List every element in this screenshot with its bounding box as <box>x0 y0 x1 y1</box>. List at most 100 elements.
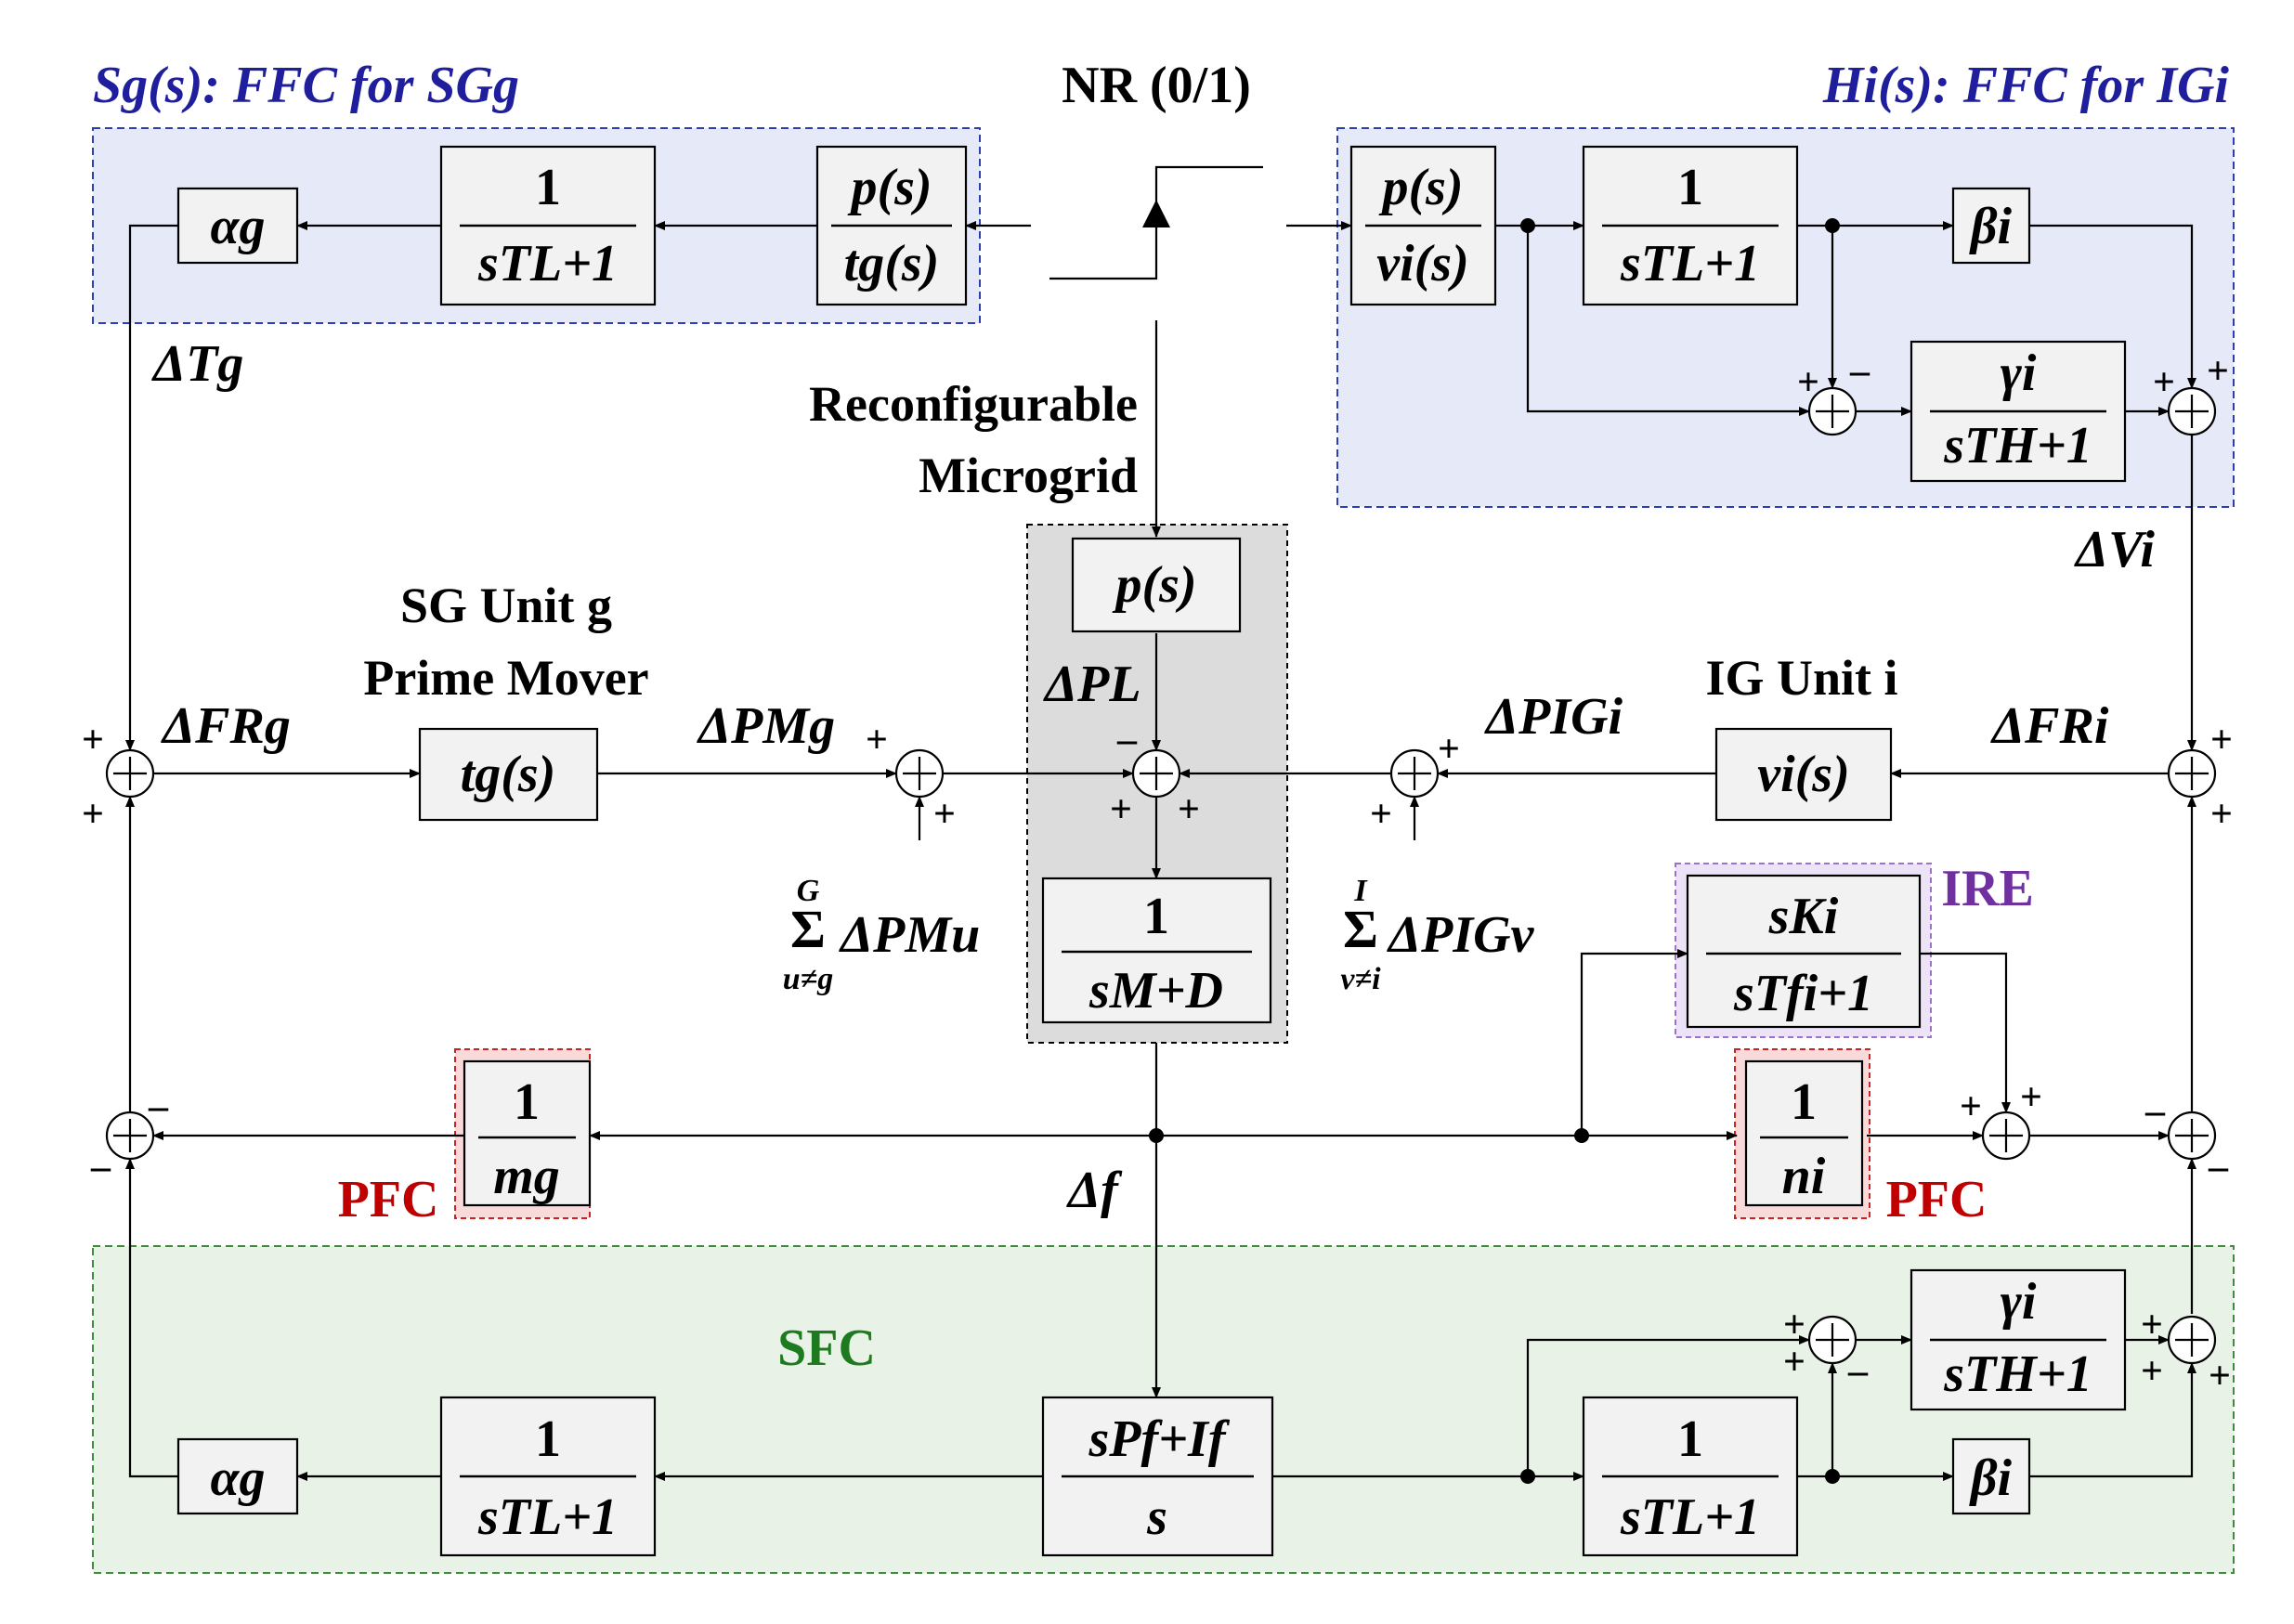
svg-text:vi(s): vi(s) <box>1757 746 1850 803</box>
nr-title: NR (0/1) <box>1062 57 1251 114</box>
signal-dFRg: ΔFRg <box>161 697 291 755</box>
svg-text:+: + <box>1438 728 1460 771</box>
p-over-tg-block: p(s) tg(s) <box>815 145 968 306</box>
signal-dVi: ΔVi <box>2074 521 2155 578</box>
highpass-block-top: γi sTH+1 <box>1909 340 2127 483</box>
signal-dFRi: ΔFRi <box>1990 697 2109 755</box>
vi-s-block: vi(s) <box>1714 727 1893 822</box>
sum-label-igv: I Σ v≠i ΔPIGv <box>1340 874 1534 996</box>
sfc-label: SFC <box>777 1319 876 1377</box>
svg-text:+: + <box>1960 1085 1982 1128</box>
svg-text:1: 1 <box>1143 888 1169 945</box>
svg-text:+: + <box>1797 361 1819 404</box>
svg-text:+: + <box>1178 788 1200 831</box>
svg-text:+: + <box>1783 1304 1805 1346</box>
sum-junction-fri <box>2167 748 2217 799</box>
svg-text:u≠g: u≠g <box>783 962 834 996</box>
svg-text:sKi: sKi <box>1768 888 1839 945</box>
svg-text:+: + <box>82 719 104 761</box>
svg-text:vi(s): vi(s) <box>1376 235 1469 292</box>
signal-dPIGi: ΔPIGi <box>1484 688 1623 746</box>
highpass-block-bottom: γi sTH+1 <box>1909 1268 2127 1411</box>
svg-text:+: + <box>2207 350 2229 393</box>
sum-junction-pmg <box>894 748 945 799</box>
svg-text:sTL+1: sTL+1 <box>1620 1488 1760 1546</box>
svg-text:sTH+1: sTH+1 <box>1943 1345 2092 1403</box>
svg-text:1: 1 <box>1677 1410 1703 1468</box>
svg-text:–: – <box>148 1085 169 1128</box>
sg-unit-label-1: SG Unit g <box>400 578 612 633</box>
svg-text:p(s): p(s) <box>1378 159 1463 216</box>
svg-text:Σ: Σ <box>1343 899 1378 959</box>
junction-dots <box>1149 218 1840 1484</box>
signal-df: Δf <box>1066 1162 1123 1219</box>
lag-block-sg-ffc: 1 sTL+1 <box>439 145 657 306</box>
sg-ffc-title: Sg(s): FFC for SGg <box>93 57 519 114</box>
svg-text:+: + <box>1783 1341 1805 1384</box>
svg-text:βi: βi <box>1969 198 2013 255</box>
sum-junction-ire <box>1981 1111 2031 1161</box>
signal-dPMg: ΔPMg <box>697 697 835 755</box>
svg-text:+: + <box>1370 793 1392 836</box>
svg-text:1: 1 <box>1677 159 1703 216</box>
svg-text:ni: ni <box>1782 1148 1826 1205</box>
svg-text:sM+D: sM+D <box>1088 962 1223 1020</box>
droop-ni-block: 1 ni <box>1744 1059 1864 1207</box>
svg-text:ΔPMu: ΔPMu <box>839 906 980 964</box>
ire-label: IRE <box>1941 860 2034 917</box>
svg-text:+: + <box>82 793 104 836</box>
sum-junction-bottom-hp <box>1807 1315 1857 1365</box>
ig-ffc-title: Hi(s): FFC for IGi <box>1822 57 2230 114</box>
svg-text:–: – <box>2144 1090 2166 1133</box>
sum-junction-load <box>1131 748 1181 799</box>
svg-text:+: + <box>2153 361 2175 404</box>
pfc-left-label: PFC <box>338 1171 439 1228</box>
lag-block-sg-sfc: 1 sTL+1 <box>439 1396 657 1557</box>
svg-text:Σ: Σ <box>790 899 826 959</box>
svg-text:v≠i: v≠i <box>1340 962 1381 996</box>
signal-lines <box>125 221 2196 1481</box>
ig-unit-label: IG Unit i <box>1705 650 1897 706</box>
sum-junction-top-vi <box>2167 386 2217 436</box>
svg-text:+: + <box>2020 1076 2042 1119</box>
alpha-g-block-bottom: αg <box>176 1437 299 1515</box>
svg-text:tg(s): tg(s) <box>844 235 940 292</box>
svg-text:sTfi+1: sTfi+1 <box>1733 965 1873 1022</box>
svg-text:γi: γi <box>2001 1273 2037 1331</box>
svg-text:1: 1 <box>535 1410 561 1468</box>
p-s-block: p(s) <box>1071 537 1242 633</box>
svg-text:p(s): p(s) <box>1112 556 1196 614</box>
svg-text:sTH+1: sTH+1 <box>1943 417 2092 474</box>
svg-text:s: s <box>1146 1488 1167 1546</box>
svg-text:1: 1 <box>514 1073 540 1131</box>
tg-s-block: tg(s) <box>418 727 599 822</box>
svg-text:+: + <box>866 719 888 761</box>
svg-text:p(s): p(s) <box>847 159 932 216</box>
svg-text:1: 1 <box>535 159 561 216</box>
sum-junction-pigi <box>1389 748 1440 799</box>
svg-text:tg(s): tg(s) <box>461 746 556 803</box>
pfc-right-label: PFC <box>1886 1171 1988 1228</box>
svg-text:I: I <box>1353 874 1368 908</box>
sum-junction-top-hp <box>1807 386 1857 436</box>
svg-text:–: – <box>1847 1350 1869 1393</box>
sign-labels: +– ++ ++ ++ –++ ++ ++ –– ++ –– ++– +++ <box>82 350 2233 1397</box>
sg-unit-label-2: Prime Mover <box>363 650 648 706</box>
svg-text:+: + <box>2210 793 2233 836</box>
sum-junction-bottom-vi <box>2167 1315 2217 1365</box>
svg-text:+: + <box>1110 788 1132 831</box>
sum-label-mu: G Σ u≠g ΔPMu <box>783 874 981 996</box>
signal-dPL: ΔPL <box>1043 656 1141 713</box>
lag-block-ig-sfc: 1 sTL+1 <box>1582 1396 1799 1557</box>
svg-text:sTL+1: sTL+1 <box>477 1488 618 1546</box>
beta-i-block-top: βi <box>1951 187 2031 265</box>
svg-text:mg: mg <box>493 1148 560 1205</box>
svg-text:+: + <box>2209 1355 2231 1397</box>
nr-switch-icon <box>1049 165 1263 280</box>
svg-text:+: + <box>933 793 956 836</box>
svg-text:–: – <box>90 1146 111 1189</box>
sum-junction-frg <box>105 748 155 799</box>
svg-text:–: – <box>1116 719 1138 761</box>
svg-text:γi: γi <box>2001 344 2037 402</box>
